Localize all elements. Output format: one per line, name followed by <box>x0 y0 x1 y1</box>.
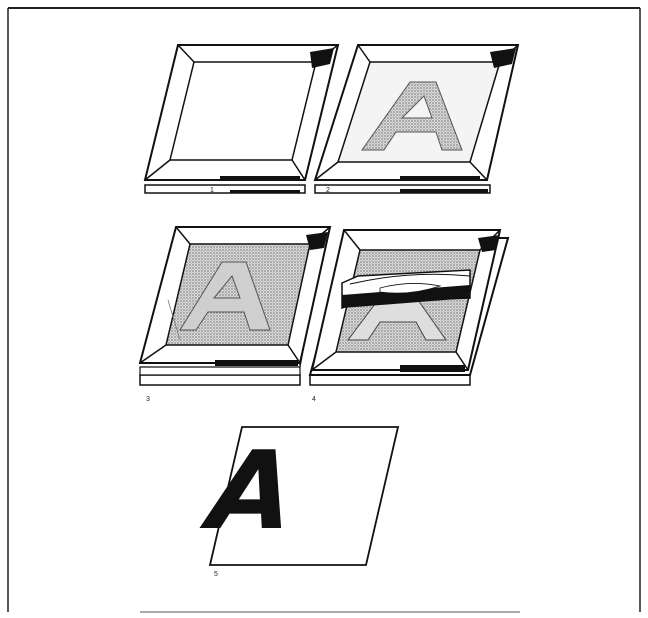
step-1-label: 1 <box>210 187 214 194</box>
step-4-label: 4 <box>312 396 316 403</box>
step-2-label: 2 <box>326 187 330 194</box>
printed-letter-a: A <box>196 427 301 554</box>
step-3-letter-on-screen <box>140 227 330 385</box>
step-5-label: 5 <box>214 571 218 578</box>
step-4-squeegee-printing <box>310 230 508 385</box>
step-2-letter-outline <box>315 45 518 193</box>
step-3-label: 3 <box>146 396 150 403</box>
step-5-printed-result: A <box>196 427 398 565</box>
step-1-empty-frame <box>145 45 338 193</box>
